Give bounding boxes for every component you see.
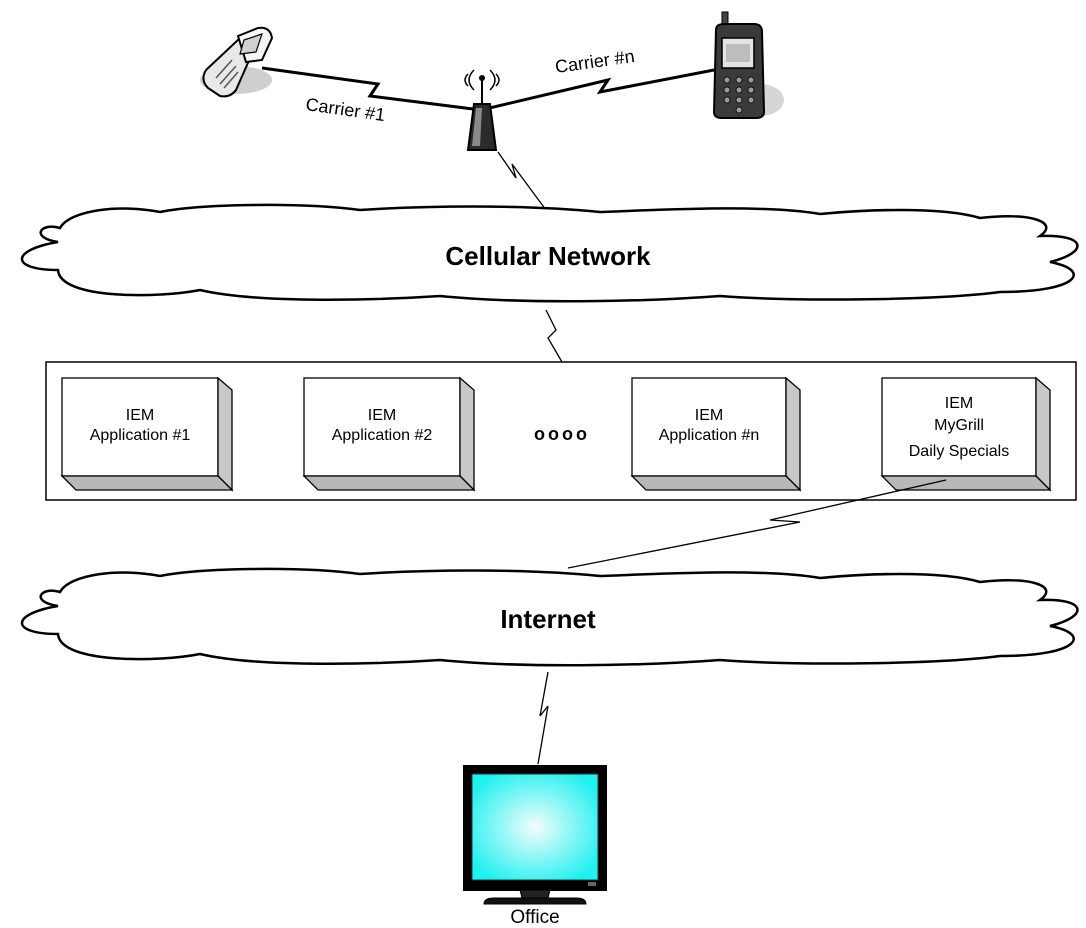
carrier-1-label: Carrier #1 <box>304 94 386 125</box>
app-n-line1: IEM <box>695 407 723 424</box>
antenna-tower-icon <box>464 69 500 151</box>
cellular-network-cloud: Cellular Network <box>21 203 1079 303</box>
app-box-mygrill: IEM MyGrill Daily Specials <box>880 376 1052 492</box>
office-label: Office <box>510 907 559 928</box>
app-box-n: IEM Application #n <box>630 376 802 492</box>
carrier-n-link <box>480 68 715 112</box>
app-2-line1: IEM <box>368 407 396 424</box>
apps-ellipsis: oooo <box>534 424 590 444</box>
app-box-1: IEM Application #1 <box>60 376 234 492</box>
internet-to-office-link <box>537 671 549 765</box>
phone-bar-icon <box>712 11 784 119</box>
monitor-icon <box>463 765 607 905</box>
tower-to-cellular-link <box>497 151 547 211</box>
mygrill-line1: IEM <box>945 395 973 412</box>
mygrill-line3: Daily Specials <box>909 443 1009 460</box>
mygrill-line2: MyGrill <box>934 417 984 434</box>
app-1-line2: Application #1 <box>90 427 191 444</box>
app-2-line2: Application #2 <box>332 427 433 444</box>
carrier-1-link <box>261 66 482 112</box>
app-n-line2: Application #n <box>659 427 760 444</box>
carrier-n-label: Carrier #n <box>554 46 636 77</box>
cellular-to-apps-link <box>545 309 563 363</box>
internet-label: Internet <box>500 604 596 634</box>
phone-flip-icon <box>200 26 274 98</box>
cellular-network-label: Cellular Network <box>445 241 651 271</box>
app-box-2: IEM Application #2 <box>302 376 476 492</box>
mygrill-to-internet-link <box>567 479 947 569</box>
app-1-line1: IEM <box>126 407 154 424</box>
internet-cloud: Internet <box>21 567 1079 667</box>
